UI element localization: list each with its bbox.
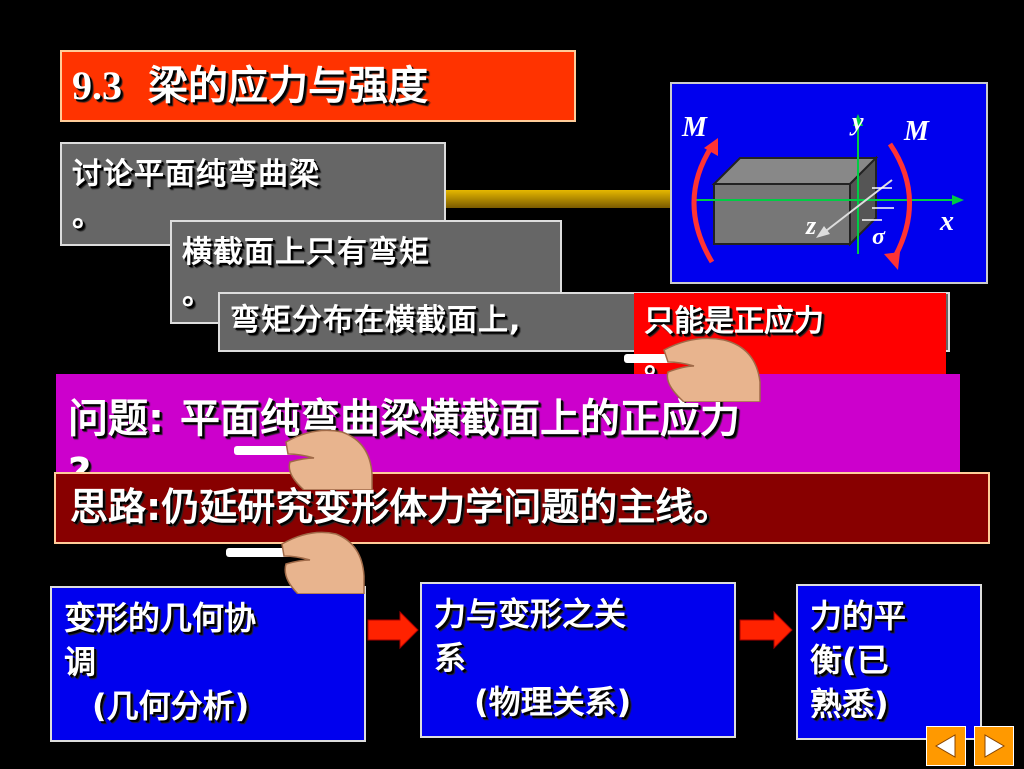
connector-bar — [446, 190, 672, 208]
y-axis-label: y — [849, 107, 864, 136]
prev-slide-button[interactable] — [926, 726, 966, 766]
moment-right-arc — [887, 142, 912, 264]
flow-3-line3: 熟悉) — [810, 685, 889, 723]
block2-line2: 。 — [182, 277, 213, 312]
z-axis-label: z — [805, 211, 817, 240]
slide-title: 9.3 梁的应力与强度 — [60, 50, 576, 122]
flow-box-equilibrium: 力的平 衡(已 熟悉) — [796, 584, 982, 740]
block1-line1: 讨论平面纯弯曲梁 — [72, 157, 320, 192]
moment-left-arc — [691, 144, 715, 264]
right-arrow-icon — [367, 610, 419, 650]
flow-1-line2: 调 — [64, 643, 97, 681]
flow-1-line1: 变形的几何协 — [64, 599, 257, 637]
beam-diagram: M M y x z σ — [670, 82, 988, 284]
title-text: 梁的应力与强度 — [148, 63, 428, 109]
flow-2-line2: 系 — [434, 639, 467, 677]
hand-pointer-icon — [226, 531, 365, 594]
moment-right-label: M — [903, 116, 930, 147]
beam-svg: M M y x z σ — [681, 107, 964, 270]
block2-line1: 横截面上只有弯矩 — [182, 235, 430, 270]
flow-1-line3: (几何分析) — [92, 687, 250, 725]
right-arrow-icon — [739, 610, 793, 650]
flow-box-physics: 力与变形之关 系 (物理关系) — [420, 582, 736, 738]
block1-line2: 。 — [72, 199, 103, 234]
question-label: 问题: — [68, 396, 164, 442]
flow-3-line2: 衡(已 — [810, 641, 889, 679]
flow-box-geometry: 变形的几何协 调 (几何分析) — [50, 586, 366, 742]
block3-text: 弯矩分布在横截面上, — [230, 303, 522, 338]
highlight-line1: 只能是正应力 — [644, 304, 824, 339]
sigma-label: σ — [872, 224, 886, 250]
prev-slide-icon — [935, 734, 956, 758]
idea-block: 思路:仍延研究变形体力学问题的主线。 — [54, 472, 990, 544]
next-slide-icon — [984, 734, 1005, 758]
beam-front-face — [713, 183, 851, 245]
next-slide-button[interactable] — [974, 726, 1014, 766]
question-text: 平面纯弯曲梁横截面上的正应力 — [180, 396, 740, 442]
idea-text: 思路:仍延研究变形体力学问题的主线。 — [70, 485, 732, 529]
hand-pointer-icon — [624, 337, 761, 402]
x-axis-label: x — [939, 206, 954, 237]
z-axis-line — [821, 179, 893, 235]
flow-3-line1: 力的平 — [810, 597, 907, 635]
flow-2-line3: (物理关系) — [474, 683, 632, 721]
hand-pointer-icon — [234, 429, 373, 490]
beam-top-face — [711, 157, 879, 185]
moment-left-label: M — [681, 112, 708, 143]
section-number: 9.3 — [72, 63, 122, 108]
flow-2-line1: 力与变形之关 — [434, 595, 627, 633]
question-block: 问题:平面纯弯曲梁横截面上的正应力 ? — [56, 374, 960, 482]
